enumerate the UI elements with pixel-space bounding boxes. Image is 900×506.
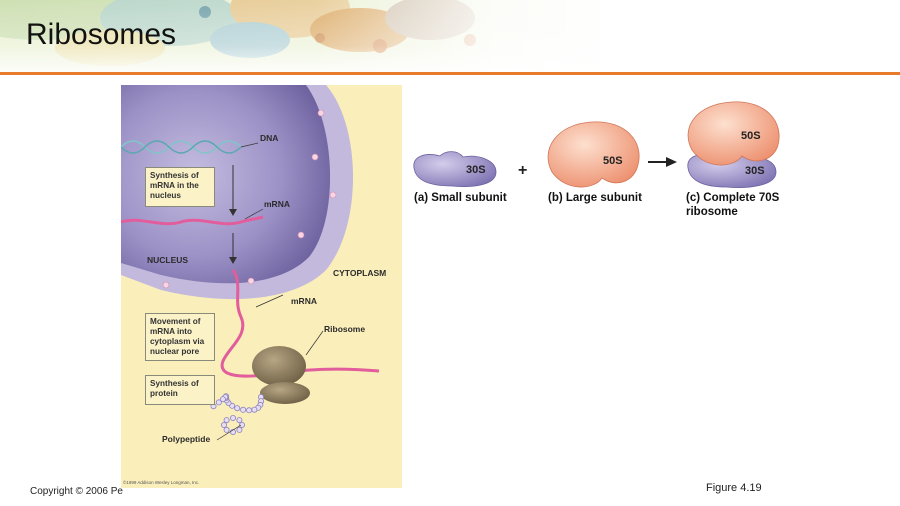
nucleus (121, 85, 331, 284)
cytoplasm-label: CYTOPLASM (333, 268, 387, 278)
complete-ribosome-text-2: ribosome (686, 206, 738, 219)
copyright-notice: Copyright © 2006 Pe (30, 486, 123, 497)
amino-acid-bead (223, 426, 230, 433)
amino-acid-bead (246, 407, 253, 414)
polypeptide-label: Polypeptide (162, 434, 211, 444)
amino-acid-bead (251, 406, 258, 413)
dna-label: DNA (260, 133, 279, 143)
mrna-cytoplasm-label: mRNA (291, 296, 317, 306)
nuclear-pores (162, 109, 337, 289)
amino-acid-bead (236, 417, 243, 424)
cell-illustration (120, 85, 402, 488)
figure-label: Figure 4.19 (706, 482, 762, 494)
large-subunit-text: Large subunit (565, 192, 642, 204)
mrna-nucleus-label: mRNA (264, 199, 290, 209)
amino-acid-bead (219, 396, 226, 403)
amino-acid-bead (230, 414, 237, 421)
complete-bottom-unit: 30S (745, 165, 765, 177)
dna-helix (120, 140, 242, 154)
mrna-strand-nucleus (120, 215, 264, 226)
amino-acid-bead (239, 421, 246, 428)
amino-acid-bead (236, 426, 243, 433)
mrna-strand-cytoplasm (220, 269, 380, 378)
title-divider (0, 72, 900, 75)
cell-collage-decoration (0, 0, 900, 76)
large-subunit-shape (547, 121, 640, 188)
complete-ribosome-caption: (c) Complete 70S ribosome (686, 191, 779, 220)
complete-large-subunit (687, 101, 780, 166)
polypeptide-chain (210, 393, 265, 435)
protein-synthesis-box: Synthesis of protein (145, 375, 215, 405)
amino-acid-bead (215, 399, 222, 406)
nucleus-label: NUCLEUS (147, 255, 189, 265)
synthesis-mrna-box: Synthesis of mRNA in the nucleus (145, 167, 215, 207)
ribosome-large-subunit (252, 346, 306, 386)
large-subunit-caption: (b) Large subunit (548, 191, 642, 205)
plus-sign: + (518, 162, 528, 179)
image-credit: ©1999 Addison Wesley Longman, Inc. (123, 480, 200, 485)
complete-top-unit: 50S (741, 130, 761, 142)
amino-acid-bead (223, 417, 230, 424)
header-banner (0, 0, 900, 76)
small-subunit-text: Small subunit (431, 192, 507, 204)
ribosome-label: Ribosome (324, 324, 366, 334)
mrna-movement-box: Movement of mRNA into cytoplasm via nucl… (145, 313, 215, 361)
complete-ribosome-text-1: Complete 70S (703, 192, 780, 204)
complete-ribosome-letter: (c) (686, 192, 701, 204)
amino-acid-bead (221, 421, 228, 428)
small-subunit-letter: (a) (414, 192, 429, 204)
large-subunit-letter: (b) (548, 192, 563, 204)
amino-acid-bead (240, 406, 247, 413)
small-subunit-caption: (a) Small subunit (414, 191, 507, 205)
slide-title: Ribosomes (26, 18, 177, 51)
cell-diagram-panel: DNA mRNA NUCLEUS CYTOPLASM mRNA Ribosome… (120, 85, 402, 488)
amino-acid-bead (234, 405, 241, 412)
ribosome-small-subunit (260, 382, 310, 404)
large-subunit-unit: 50S (603, 155, 623, 167)
small-subunit-unit: 30S (466, 164, 486, 176)
